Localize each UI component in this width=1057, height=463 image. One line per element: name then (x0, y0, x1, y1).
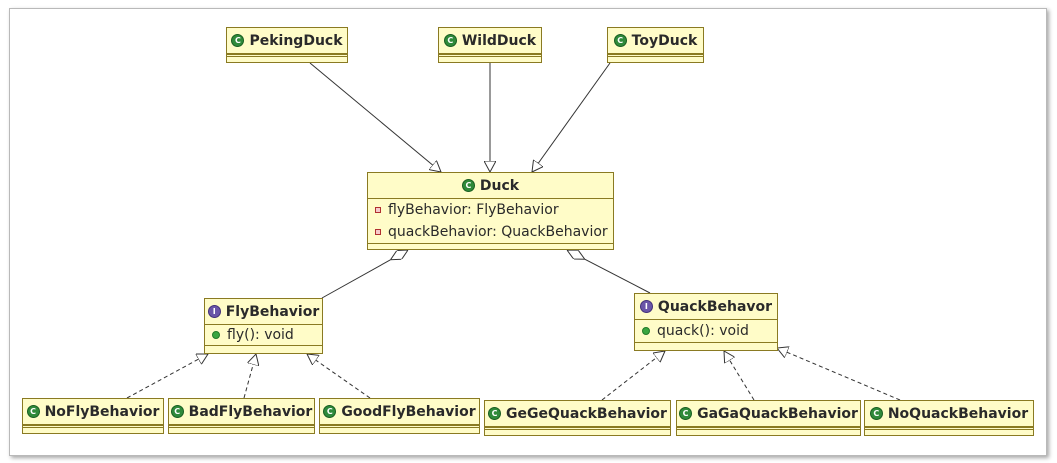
class-duck[interactable]: C Duck flyBehavior: FlyBehavior quackBeha… (367, 172, 614, 250)
generalization-toyduck (532, 62, 611, 172)
realization-noquackbehavior (777, 348, 901, 401)
field-text: quackBehavior: QuackBehavior (388, 224, 608, 240)
interface-flybehavior[interactable]: I FlyBehavior fly(): void (204, 298, 323, 354)
method-row: fly(): void (205, 325, 322, 345)
class-gegequackbehavior[interactable]: C GeGeQuackBehavior (484, 400, 671, 436)
class-name: PekingDuck (249, 32, 343, 49)
class-badflybehavior[interactable]: C BadFlyBehavior (168, 398, 315, 434)
realization-goodflybehavior (307, 354, 371, 399)
public-method-icon (212, 331, 220, 339)
class-name: WildDuck (461, 32, 537, 49)
class-header: C NoQuackBehavior (865, 401, 1033, 426)
class-toyduck[interactable]: C ToyDuck (607, 27, 704, 63)
class-noflybehavior[interactable]: C NoFlyBehavior (22, 398, 164, 434)
aggregation-flybehavior (321, 250, 408, 299)
method-text: quack(): void (657, 323, 749, 339)
class-header: C NoFlyBehavior (23, 399, 163, 424)
interface-icon: I (639, 300, 653, 313)
class-gagaquackbehavior[interactable]: C GaGaQuackBehavior (676, 400, 861, 436)
class-name: ToyDuck (631, 32, 698, 49)
realization-gagaquackbehavior (724, 351, 755, 401)
realization-badflybehavior (243, 354, 256, 399)
class-header: I QuackBehavor (635, 294, 777, 319)
class-icon: C (231, 34, 245, 47)
private-field-icon (375, 207, 381, 213)
class-header: C WildDuck (439, 28, 541, 53)
class-noquackbehavior[interactable]: C NoQuackBehavior (864, 400, 1034, 436)
class-name: QuackBehavor (657, 298, 773, 315)
class-header: C BadFlyBehavior (169, 399, 314, 424)
class-icon: C (613, 34, 627, 47)
class-header: C GoodFlyBehavior (320, 399, 479, 424)
class-header: C ToyDuck (608, 28, 703, 53)
class-icon: C (323, 405, 337, 418)
class-wildduck[interactable]: C WildDuck (438, 27, 542, 63)
public-method-icon (642, 327, 650, 335)
generalization-pekingduck (309, 62, 441, 172)
class-name: GaGaQuackBehavior (697, 405, 858, 422)
field-text: flyBehavior: FlyBehavior (388, 202, 559, 218)
class-name: Duck (479, 177, 520, 194)
class-header: C Duck (368, 173, 613, 198)
class-icon: C (443, 34, 457, 47)
class-name: GeGeQuackBehavior (506, 405, 667, 422)
method-row: quack(): void (635, 320, 777, 342)
class-icon: C (170, 405, 184, 418)
class-name: NoFlyBehavior (44, 403, 160, 420)
private-field-icon (375, 229, 381, 235)
class-header: C PekingDuck (227, 28, 347, 53)
class-pekingduck[interactable]: C PekingDuck (226, 27, 348, 63)
class-header: C GeGeQuackBehavior (485, 401, 670, 426)
method-text: fly(): void (227, 327, 294, 343)
class-name: NoQuackBehavior (887, 405, 1029, 422)
aggregation-quackbehavior (567, 250, 651, 294)
class-header: I FlyBehavior (205, 299, 322, 324)
class-icon: C (679, 407, 693, 420)
interface-icon: I (207, 305, 221, 318)
field-row: quackBehavior: QuackBehavior (368, 221, 613, 243)
realization-gegequackbehavior (601, 351, 665, 401)
class-name: FlyBehavior (225, 303, 320, 320)
interface-quackbehavor[interactable]: I QuackBehavor quack(): void (634, 293, 778, 351)
class-goodflybehavior[interactable]: C GoodFlyBehavior (319, 398, 480, 434)
class-icon: C (488, 407, 502, 420)
field-row: flyBehavior: FlyBehavior (368, 199, 613, 221)
class-icon: C (461, 179, 475, 192)
class-header: C GaGaQuackBehavior (677, 401, 860, 426)
class-name: BadFlyBehavior (188, 403, 313, 420)
class-icon: C (26, 405, 40, 418)
class-name: GoodFlyBehavior (341, 403, 476, 420)
class-icon: C (869, 407, 883, 420)
realization-noflybehavior (126, 354, 208, 399)
